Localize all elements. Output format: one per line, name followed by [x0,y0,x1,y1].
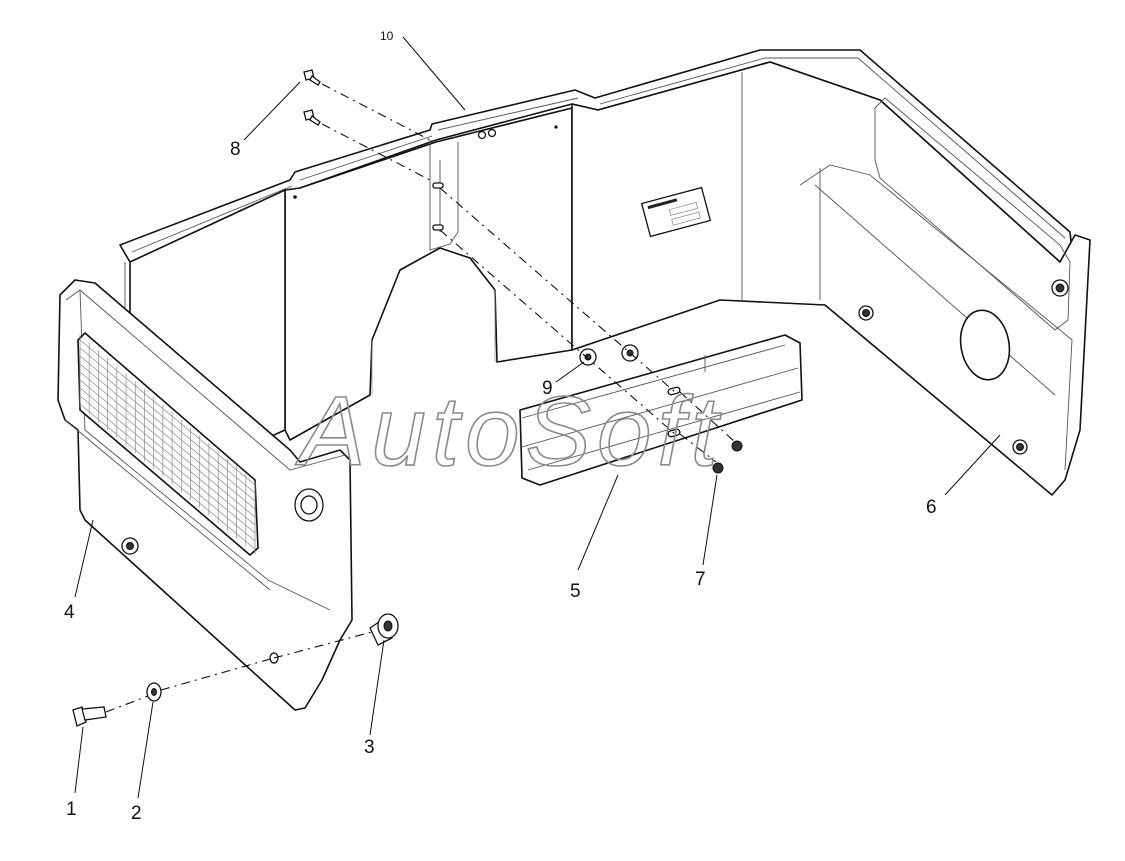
callout-3: 3 [364,737,375,758]
middle-bracket [519,334,803,486]
ventilation-grille [77,332,259,556]
callout-4: 4 [64,602,75,623]
bushing [369,613,399,646]
callout-10: 10 [380,29,394,43]
callout-5: 5 [570,581,581,602]
callout-2: 2 [131,803,142,824]
callout-labels: 10 8 9 7 5 6 4 3 1 2 [64,29,937,824]
nut-lower [712,462,724,474]
callout-9: 9 [542,378,553,399]
callout-6: 6 [926,497,937,518]
right-side-panel [571,61,1091,496]
nut-upper [731,440,743,452]
name-plate [640,186,712,238]
screw-lower [303,109,321,126]
callout-1: 1 [66,799,77,820]
leader-lines [74,36,1001,799]
callout-7: 7 [695,569,706,590]
callout-8: 8 [230,139,241,160]
screw-upper [303,69,321,86]
left-grille-panel [57,279,353,711]
assembly-lines [105,83,736,713]
bolt [72,706,107,727]
watermark-text: AutoSoft [295,376,724,486]
